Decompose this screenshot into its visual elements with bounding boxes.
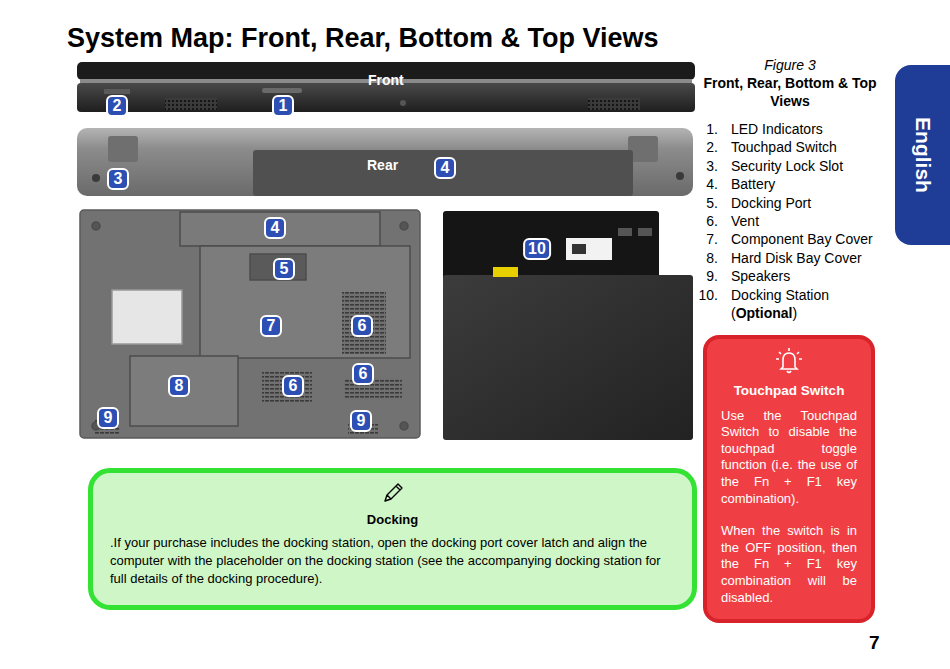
part-name: Docking Station xyxy=(731,287,829,304)
part-name: LED Indicators xyxy=(731,121,823,138)
part-name: Docking Port xyxy=(731,195,811,212)
part-name: Security Lock Slot xyxy=(731,158,843,175)
list-number: 1. xyxy=(706,121,718,138)
callout-number: 6 xyxy=(352,363,374,385)
rear-view xyxy=(77,128,693,196)
list-number: 6. xyxy=(706,213,718,230)
list-number: 3. xyxy=(706,158,718,175)
part-name: Vent xyxy=(731,213,759,230)
note-box: Docking .If your purchase includes the do… xyxy=(88,468,697,610)
warning-box: Touchpad SwitchUse the Touchpad Switch t… xyxy=(703,335,875,623)
callout-number: 9 xyxy=(97,407,119,429)
list-number: 7. xyxy=(706,231,718,248)
top-view-docking xyxy=(443,211,693,440)
callout-number: 1 xyxy=(272,95,294,117)
callout-number: 6 xyxy=(351,315,373,337)
callout-number: 3 xyxy=(107,168,129,190)
front-view xyxy=(77,62,695,112)
bell-icon xyxy=(774,347,804,375)
box-heading: English xyxy=(911,117,935,193)
part-name: Component Bay Cover xyxy=(731,231,873,248)
callout-number: 7 xyxy=(260,315,282,337)
callout-number: 8 xyxy=(168,375,190,397)
part-name: Speakers xyxy=(731,268,790,285)
callout-number: 2 xyxy=(106,95,128,117)
figure-heading: Front, Rear, Bottom & Top Views xyxy=(702,74,878,110)
view-name: Front xyxy=(368,72,404,88)
list-number: 8. xyxy=(706,250,718,267)
box-body: When the switch is in the OFF position, … xyxy=(721,523,857,606)
callout-number: 6 xyxy=(282,375,304,397)
part-name: Touchpad Switch xyxy=(731,139,837,156)
view-name: Rear xyxy=(367,157,398,173)
pencil-icon xyxy=(381,481,405,505)
list-number: 2. xyxy=(706,139,718,156)
language-tab: English xyxy=(895,65,950,245)
list-number: 5. xyxy=(706,195,718,212)
callout-number: 5 xyxy=(273,258,295,280)
list-number: 9. xyxy=(706,268,718,285)
callout-number: 4 xyxy=(264,217,286,239)
box-heading: Touchpad Switch xyxy=(721,383,857,400)
bottom-view xyxy=(80,210,420,438)
part-name: Hard Disk Bay Cover xyxy=(731,250,862,267)
figure-caption: Figure 3 xyxy=(702,56,878,74)
part-name: Battery xyxy=(731,176,775,193)
box-body: Use the Touchpad Switch to disable the t… xyxy=(721,408,857,508)
page-number: 7 xyxy=(869,632,880,654)
list-number: 4. xyxy=(706,176,718,193)
callout-number: 9 xyxy=(350,410,372,432)
callout-number: 10 xyxy=(523,238,551,260)
box-heading: Docking xyxy=(110,511,675,529)
box-body: .If your purchase includes the docking s… xyxy=(110,534,675,588)
list-number: 10. xyxy=(699,287,718,304)
part-note: ( xyxy=(731,305,736,322)
part-note: Optional xyxy=(736,305,793,322)
callout-number: 4 xyxy=(434,157,456,179)
page-title: System Map: Front, Rear, Bottom & Top Vi… xyxy=(67,22,659,54)
part-note: ) xyxy=(792,305,797,322)
